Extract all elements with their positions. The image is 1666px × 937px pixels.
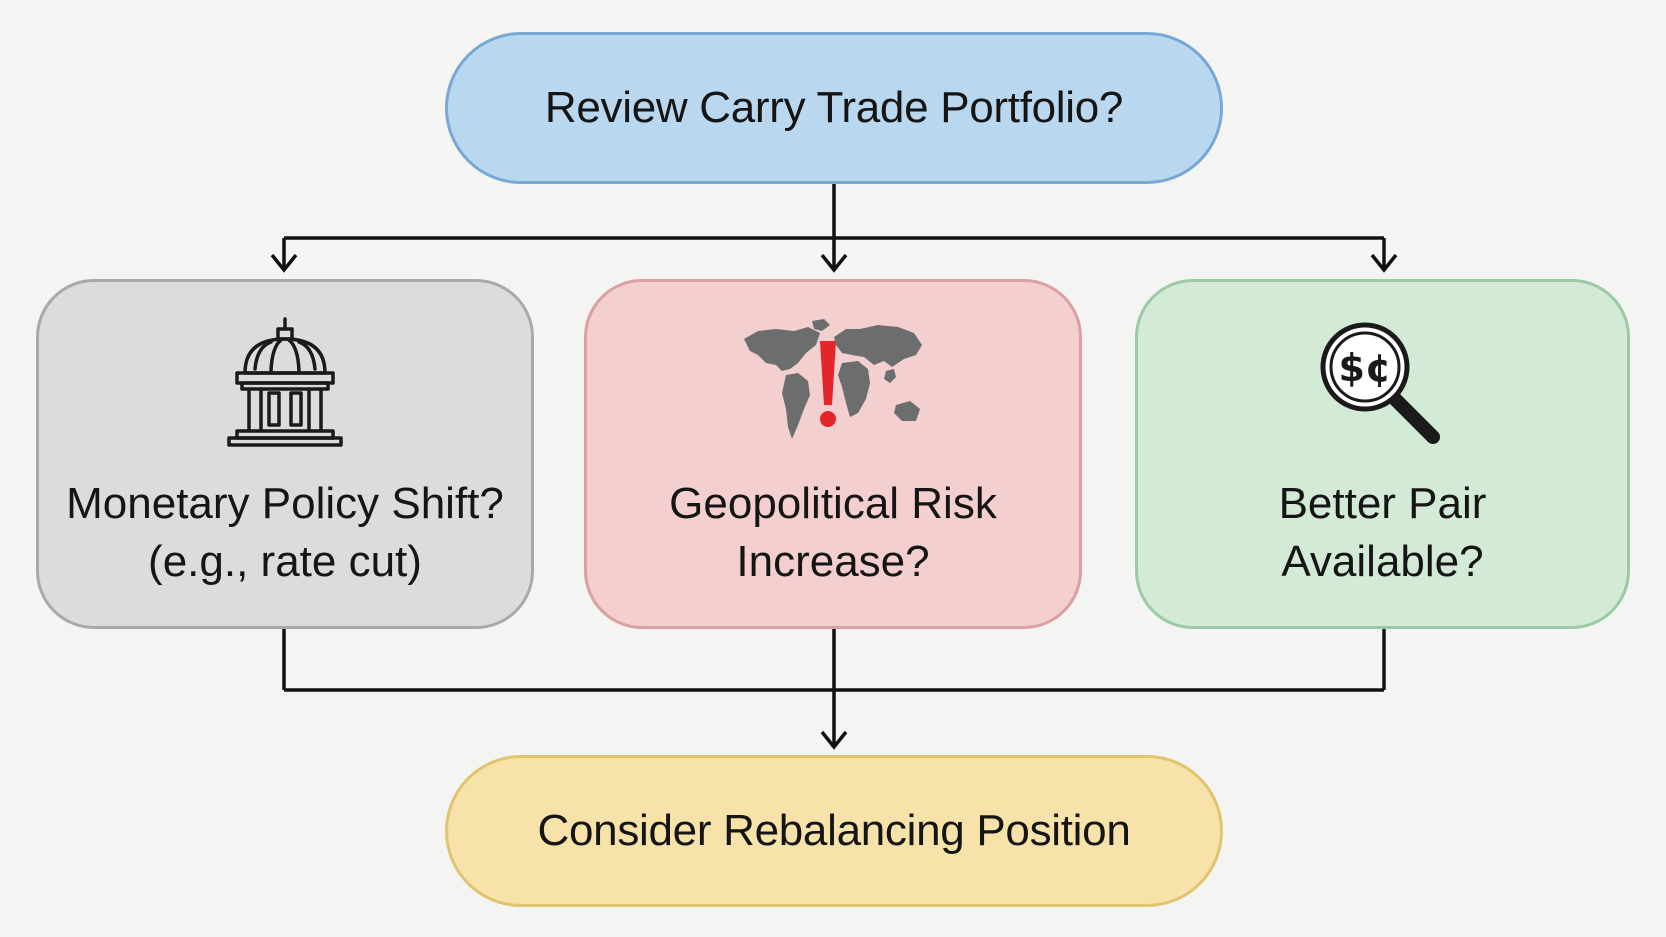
monetary-policy-node: Monetary Policy Shift? (e.g., rate cut) (36, 279, 534, 629)
arrowhead-monetary (270, 253, 298, 273)
start-node-review-portfolio: Review Carry Trade Portfolio? (445, 32, 1223, 184)
arrowhead-pair (1370, 253, 1398, 273)
geo-node-label-line2: Increase? (736, 537, 930, 586)
currency-magnifier-icon: $¢ (1320, 322, 1440, 444)
start-node-label: Review Carry Trade Portfolio? (544, 83, 1124, 132)
alert-exclamation-mark (820, 341, 836, 427)
arrowhead-geo (820, 253, 848, 273)
geopolitical-risk-node: Geopolitical Risk Increase? (584, 279, 1082, 629)
top-branch (270, 184, 1398, 273)
central-bank-building-icon (227, 317, 343, 447)
monetary-node-label-line2: (e.g., rate cut) (148, 537, 422, 586)
pair-node-label-line2: Available? (1281, 537, 1484, 586)
better-pair-node: $¢ Better Pair Available? (1135, 279, 1630, 629)
bottom-merge (282, 629, 1386, 750)
world-map-alert-icon (744, 319, 922, 439)
end-node-rebalance: Consider Rebalancing Position (445, 755, 1223, 907)
geo-node-label-line1: Geopolitical Risk (669, 479, 997, 528)
monetary-node-label-line1: Monetary Policy Shift? (66, 479, 504, 528)
magnifier-currency-text: $¢ (1338, 346, 1391, 390)
end-node-label: Consider Rebalancing Position (537, 806, 1131, 855)
pair-node-label-line1: Better Pair (1278, 479, 1487, 528)
arrowhead-end (820, 730, 848, 750)
